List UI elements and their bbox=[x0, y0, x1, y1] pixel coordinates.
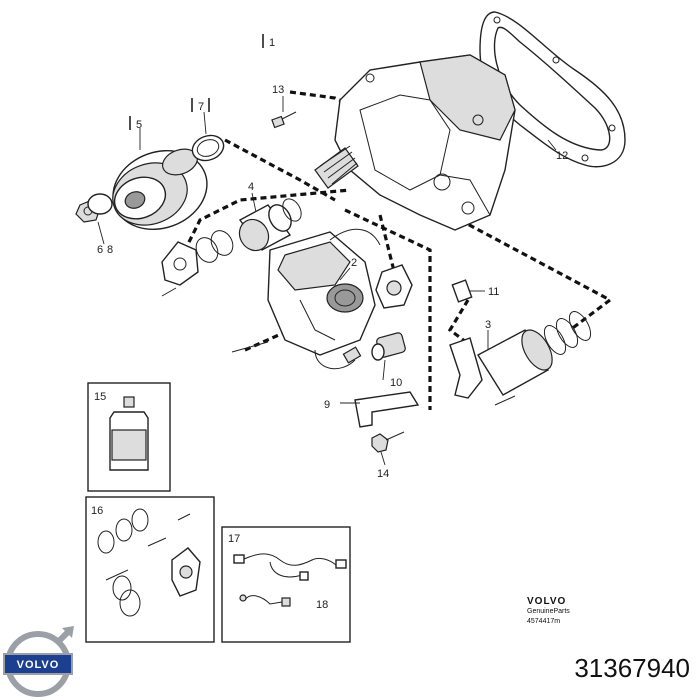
callout-4: 4 bbox=[248, 181, 254, 193]
coupling-flange bbox=[112, 148, 208, 231]
stamp-line2: 4574417m bbox=[527, 618, 560, 625]
callout-9: 9 bbox=[324, 399, 330, 411]
valve-plate bbox=[375, 264, 413, 309]
callout-5: 5 bbox=[136, 119, 142, 131]
gasket-hole bbox=[608, 124, 616, 132]
seal-kit-16 bbox=[97, 508, 201, 617]
oil-filter bbox=[195, 198, 302, 263]
transfer-case-housing bbox=[314, 54, 516, 231]
logo-text: VOLVO bbox=[17, 659, 60, 671]
dash-line-13 bbox=[289, 90, 381, 120]
volvo-logo: VOLVO bbox=[3, 626, 74, 697]
filter-cover bbox=[161, 241, 199, 286]
nut-washer bbox=[75, 193, 113, 223]
pump-bolt bbox=[231, 341, 269, 353]
callout-10: 10 bbox=[390, 377, 402, 389]
callout-13: 13 bbox=[272, 84, 284, 96]
callout-6: 6 bbox=[97, 244, 103, 256]
callout-16: 16 bbox=[91, 505, 103, 517]
fluid-bottle-15 bbox=[109, 396, 149, 471]
callout-1: 1 bbox=[269, 37, 275, 49]
wiring-harness-17 bbox=[233, 553, 347, 581]
o-ring-7-inner bbox=[196, 139, 220, 157]
stamp-line1: GenuineParts bbox=[527, 608, 570, 615]
stamp-brand: VOLVO bbox=[527, 596, 566, 607]
logo-bar bbox=[3, 653, 73, 675]
cover-bolt bbox=[161, 287, 177, 297]
pump-unit bbox=[267, 228, 381, 370]
callout-15: 15 bbox=[94, 391, 106, 403]
callout-18: 18 bbox=[316, 599, 328, 611]
connector-11 bbox=[451, 279, 473, 303]
bolt-14 bbox=[371, 431, 405, 453]
sensor-10 bbox=[371, 332, 406, 361]
dash-line-4 bbox=[178, 188, 351, 261]
gasket-hole bbox=[552, 56, 560, 64]
bolt-13 bbox=[271, 111, 297, 129]
sensor-lead-18 bbox=[239, 594, 291, 607]
logo-arrow-head bbox=[62, 626, 74, 638]
callout-labels: 1 2 3 4 5 6 7 8 9 10 11 12 13 14 15 16 1… bbox=[91, 34, 568, 611]
bracket-9 bbox=[354, 391, 420, 428]
callout-14: 14 bbox=[377, 468, 389, 480]
actuator-3 bbox=[449, 311, 592, 406]
dash-line-cap bbox=[378, 214, 397, 276]
callout-11: 11 bbox=[488, 286, 499, 298]
dash-line-14 bbox=[344, 208, 432, 410]
callout-2: 2 bbox=[351, 257, 357, 269]
dash-line-3 bbox=[459, 218, 613, 332]
box-17 bbox=[221, 526, 351, 643]
o-ring-7 bbox=[191, 134, 225, 162]
callout-7: 7 bbox=[198, 101, 204, 113]
dash-line-11 bbox=[447, 299, 471, 347]
callout-12: 12 bbox=[556, 150, 568, 162]
callout-3: 3 bbox=[485, 319, 491, 331]
part-number: 31367940 bbox=[574, 653, 690, 683]
callout-8: 8 bbox=[107, 244, 113, 256]
gasket-hole bbox=[581, 154, 589, 162]
genuine-parts-stamp: VOLVO GenuineParts 4574417m bbox=[527, 596, 570, 625]
gasket-hole bbox=[493, 16, 501, 24]
callout-17: 17 bbox=[228, 533, 240, 545]
